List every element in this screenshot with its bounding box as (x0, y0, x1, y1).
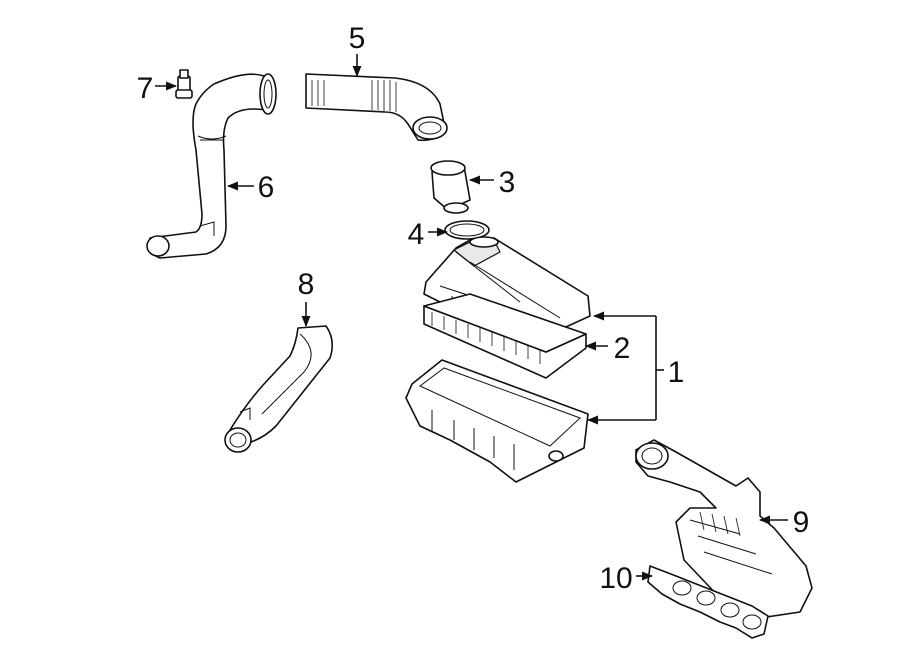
callout-labels: 5 7 6 3 4 8 2 1 9 10 (137, 22, 810, 595)
leader-lines (155, 54, 788, 581)
callout-10: 10 (599, 562, 632, 595)
callout-1: 1 (668, 356, 685, 389)
air-hose-part-6[interactable] (146, 73, 277, 259)
callout-9: 9 (793, 506, 810, 539)
seal-ring-part-4[interactable] (444, 220, 490, 240)
callout-5: 5 (349, 22, 366, 55)
callout-4: 4 (408, 218, 425, 251)
coupler-part-3[interactable] (430, 160, 471, 214)
air-cleaner-lower-tray[interactable] (405, 359, 589, 483)
callout-8: 8 (298, 268, 315, 301)
callout-3: 3 (499, 166, 516, 199)
air-filter-part-2[interactable] (423, 293, 587, 379)
callout-2: 2 (614, 332, 631, 365)
gasket-part-10[interactable] (647, 565, 769, 639)
sensor-part-7[interactable] (175, 69, 193, 99)
callout-7: 7 (137, 72, 154, 105)
air-duct-part-8[interactable] (224, 325, 334, 453)
intake-duct-part-5[interactable] (305, 73, 448, 142)
callout-6: 6 (258, 171, 275, 204)
intake-manifold-part-9[interactable] (635, 439, 813, 619)
